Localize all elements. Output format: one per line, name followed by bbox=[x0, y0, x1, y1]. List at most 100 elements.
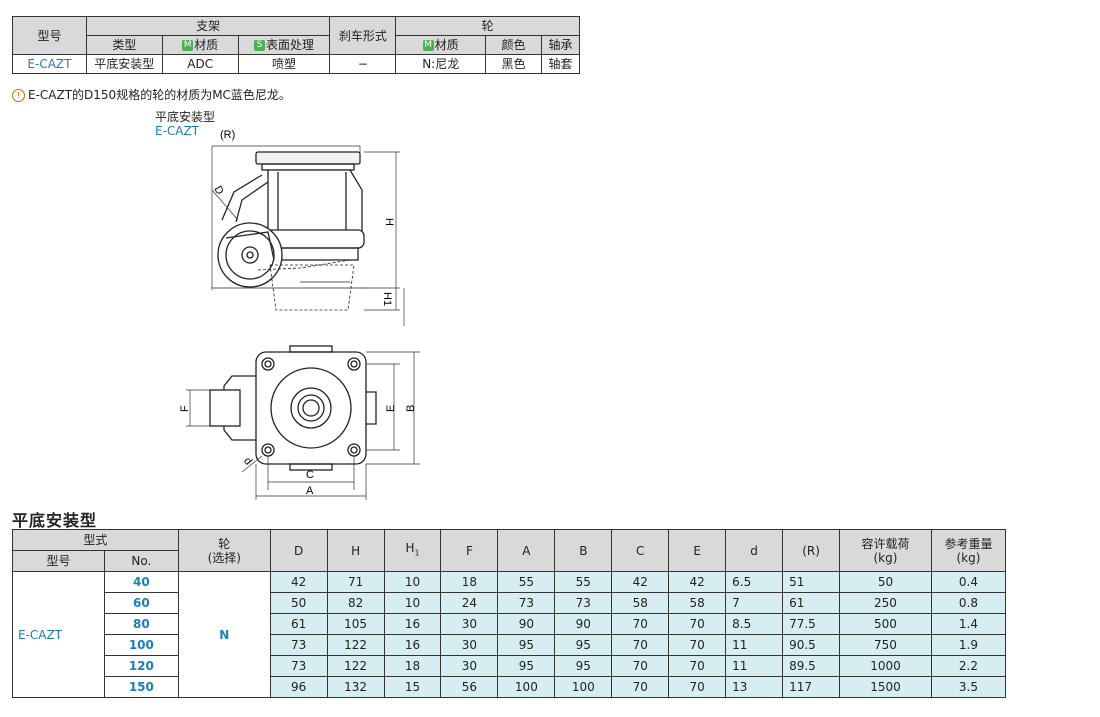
dims-no: 150 bbox=[103, 676, 179, 698]
dims-cell-D: 73 bbox=[269, 634, 328, 656]
dims-cell-weight: 1.4 bbox=[930, 613, 1007, 635]
dims-cell-E: 70 bbox=[668, 634, 727, 656]
figure-model: E-CAZT bbox=[155, 124, 200, 138]
dims-cell-H: 82 bbox=[326, 592, 385, 614]
dims-cell-R: 89.5 bbox=[782, 655, 841, 677]
dims-cell-F: 30 bbox=[440, 634, 499, 656]
spec-header-wheel: 轮 bbox=[395, 16, 580, 36]
dims-cell-B: 90 bbox=[554, 613, 613, 635]
dims-cell-C: 70 bbox=[611, 613, 670, 635]
spec-header-bracket: 支架 bbox=[85, 16, 331, 36]
label-B: B bbox=[405, 405, 417, 412]
dims-cell-F: 30 bbox=[440, 655, 499, 677]
label-C: C bbox=[306, 469, 314, 481]
dims-cell-load: 500 bbox=[839, 613, 932, 635]
label-H1: H1 bbox=[381, 292, 393, 306]
note-text: E-CAZT的D150规格的轮的材质为MC蓝色尼龙。 bbox=[28, 88, 291, 102]
dims-no: 120 bbox=[103, 655, 179, 677]
dims-cell-H: 132 bbox=[326, 676, 385, 698]
dims-cell-A: 100 bbox=[497, 676, 556, 698]
dims-cell-B: 95 bbox=[554, 655, 613, 677]
dims-cell-load: 750 bbox=[839, 634, 932, 656]
spec-header-color: 颜色 bbox=[485, 35, 542, 55]
dims-cell-F: 18 bbox=[440, 571, 499, 593]
dims-header-no: No. bbox=[103, 550, 179, 572]
spec-header-type: 类型 bbox=[85, 35, 163, 55]
dims-cell-load: 1500 bbox=[839, 676, 932, 698]
top-view-dimensions bbox=[186, 351, 420, 500]
note: !E-CAZT的D150规格的轮的材质为MC蓝色尼龙。 bbox=[12, 86, 291, 103]
dims-cell-weight: 1.9 bbox=[930, 634, 1007, 656]
dims-cell-D: 50 bbox=[269, 592, 328, 614]
side-view-dimensions bbox=[211, 145, 405, 326]
dims-cell-R: 117 bbox=[782, 676, 841, 698]
dims-cell-H1: 18 bbox=[383, 655, 442, 677]
dims-cell-C: 70 bbox=[611, 655, 670, 677]
dims-cell-H: 105 bbox=[326, 613, 385, 635]
dims-cell-D: 42 bbox=[269, 571, 328, 593]
dims-cell-H: 122 bbox=[326, 634, 385, 656]
side-view bbox=[212, 151, 366, 311]
spec-header-bearing: 轴承 bbox=[541, 35, 580, 55]
dims-cell-H1: 10 bbox=[383, 571, 442, 593]
dims-cell-R: 77.5 bbox=[782, 613, 841, 635]
dims-no: 80 bbox=[103, 613, 179, 635]
dims-cell-F: 56 bbox=[440, 676, 499, 698]
dims-header-load: 容许载荷(kg) bbox=[839, 529, 932, 572]
spec-brake: − bbox=[329, 54, 397, 74]
dims-header-form: 型式 bbox=[12, 529, 179, 551]
dims-cell-B: 55 bbox=[554, 571, 613, 593]
label-d: d bbox=[241, 455, 254, 467]
dims-header-C: C bbox=[611, 529, 670, 572]
dims-cell-d: 13 bbox=[725, 676, 784, 698]
dims-no: 100 bbox=[103, 634, 179, 656]
spec-row: E-CAZT 平底安装型 ADC 喷塑 − N:尼龙 黑色 轴套 bbox=[12, 54, 580, 74]
section-title: 平底安装型 bbox=[12, 511, 98, 530]
spec-wheel-material: N:尼龙 bbox=[395, 54, 487, 74]
dims-cell-load: 50 bbox=[839, 571, 932, 593]
dims-cell-B: 73 bbox=[554, 592, 613, 614]
spec-model: E-CAZT bbox=[12, 54, 87, 74]
dims-no: 40 bbox=[103, 571, 179, 593]
dims-header-H: H bbox=[326, 529, 385, 572]
label-D: D bbox=[211, 184, 225, 197]
dims-cell-E: 70 bbox=[668, 613, 727, 635]
dims-wheel: N bbox=[177, 571, 271, 698]
dims-cell-E: 42 bbox=[668, 571, 727, 593]
dims-header-R: (R) bbox=[782, 529, 841, 572]
label-R: (R) bbox=[220, 129, 235, 141]
label-H: H bbox=[383, 218, 395, 226]
dims-cell-R: 61 bbox=[782, 592, 841, 614]
dims-header-H1: H1 bbox=[383, 529, 442, 572]
caster-drawing: (R) D H H1 F E B C bbox=[179, 129, 420, 500]
dims-header-model: 型号 bbox=[12, 550, 105, 572]
dims-cell-weight: 3.5 bbox=[930, 676, 1007, 698]
dims-cell-E: 70 bbox=[668, 676, 727, 698]
dims-cell-D: 96 bbox=[269, 676, 328, 698]
dims-cell-B: 100 bbox=[554, 676, 613, 698]
label-E: E bbox=[385, 405, 397, 412]
dims-cell-A: 55 bbox=[497, 571, 556, 593]
spec-header-brake: 刹车形式 bbox=[329, 16, 397, 55]
dimension-table: 型式 轮(选择) D H H1 F A B C E d (R) 容许载荷(kg)… bbox=[12, 529, 1007, 698]
dims-cell-H1: 16 bbox=[383, 634, 442, 656]
dims-cell-F: 30 bbox=[440, 613, 499, 635]
dims-header-weight: 参考重量(kg) bbox=[930, 529, 1007, 572]
dims-cell-H1: 16 bbox=[383, 613, 442, 635]
dims-cell-load: 1000 bbox=[839, 655, 932, 677]
dims-cell-A: 95 bbox=[497, 634, 556, 656]
dims-cell-H: 122 bbox=[326, 655, 385, 677]
spec-bearing: 轴套 bbox=[541, 54, 580, 74]
surface-badge-icon: S bbox=[254, 40, 265, 51]
dims-cell-A: 73 bbox=[497, 592, 556, 614]
dims-no: 60 bbox=[103, 592, 179, 614]
dims-header-E: E bbox=[668, 529, 727, 572]
